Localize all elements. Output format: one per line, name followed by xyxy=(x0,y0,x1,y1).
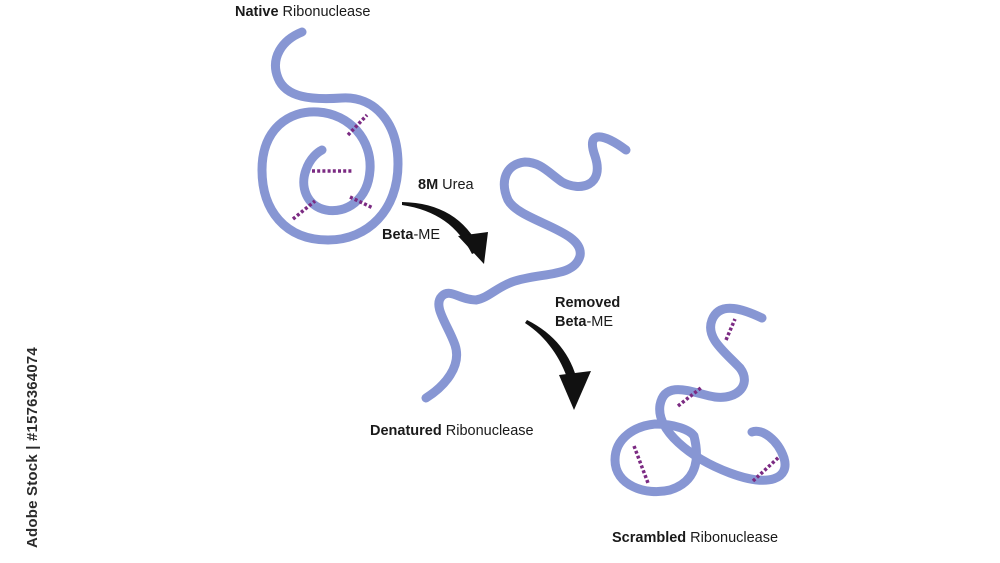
scrambled-chain xyxy=(610,303,790,497)
beta-me-label: Beta-ME xyxy=(382,227,441,243)
denaturation-arrow xyxy=(402,202,488,264)
urea-label: 8M Urea xyxy=(418,177,474,193)
disulfide-bond xyxy=(349,195,374,210)
removed-beta-me-label: Beta-ME xyxy=(555,314,614,330)
disulfide-bond xyxy=(724,318,737,341)
denatured-label: Denatured Ribonuclease xyxy=(370,423,534,439)
disulfide-bond xyxy=(291,199,317,221)
disulfide-bond xyxy=(751,455,781,483)
disulfide-bond xyxy=(632,445,650,484)
native-label: Native Ribonuclease xyxy=(235,4,371,20)
denatured-chain xyxy=(421,132,631,403)
native-ribonuclease xyxy=(257,27,403,245)
scrambling-arrow xyxy=(525,320,591,410)
scrambled-label: Scrambled Ribonuclease xyxy=(612,530,779,546)
native-disulfide-bonds xyxy=(291,113,374,221)
removed-label: Removed xyxy=(555,295,621,311)
native-chain xyxy=(257,27,403,245)
stock-watermark: Adobe Stock | #1576364074 xyxy=(24,347,41,548)
scrambled-ribonuclease xyxy=(610,303,790,497)
scrambled-disulfide-bonds xyxy=(632,318,781,484)
disulfide-bond xyxy=(346,113,369,137)
